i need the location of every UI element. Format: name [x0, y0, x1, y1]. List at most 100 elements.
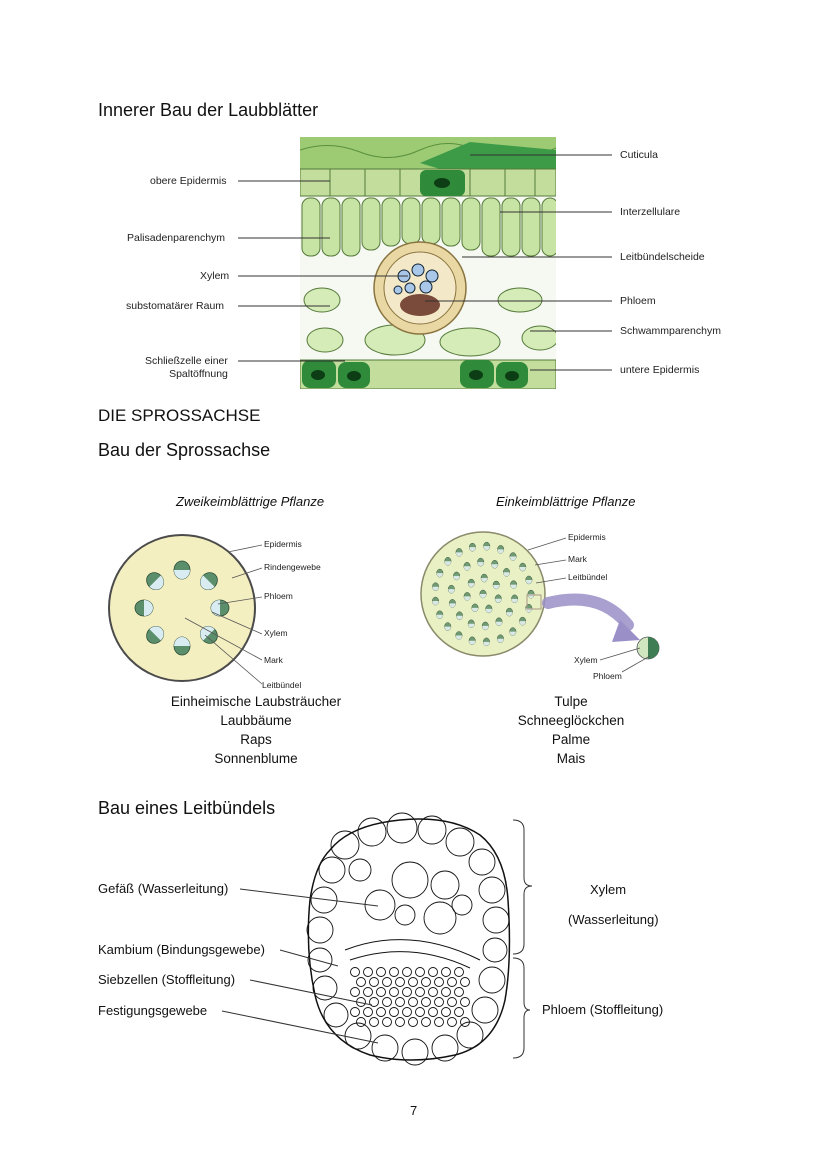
monocot-label-mark: Mark [568, 554, 587, 564]
label-cuticula: Cuticula [620, 149, 658, 161]
phloem-cell [454, 987, 464, 997]
monocot-bundle [503, 568, 510, 577]
dicot-bundle [134, 599, 154, 617]
phloem-cell [356, 977, 366, 987]
monocot-bundle [511, 594, 519, 604]
xylem-vessel [348, 858, 372, 882]
monocot-bundle [483, 637, 490, 647]
bundle-cell [471, 996, 499, 1024]
bundle-cell [318, 856, 346, 884]
bundle-cell [456, 1021, 484, 1049]
heading-sprossachse: Bau der Sprossachse [98, 440, 271, 460]
phloem-cell [389, 1007, 399, 1017]
monocot-example: Schneeglöckchen [517, 713, 625, 728]
phloem-cell [350, 967, 360, 977]
dicot-example: Laubbäume [220, 713, 292, 728]
bundle-cell [310, 886, 338, 914]
monocot-bundle [494, 594, 502, 603]
label-xylem-leaf: Xylem [200, 270, 230, 282]
phloem-cell [421, 997, 431, 1007]
bundle-label-festigung: Festigungsgewebe [98, 1003, 208, 1018]
phloem-cell [415, 987, 425, 997]
phloem-cell [441, 987, 451, 997]
monocot-label-phloem: Phloem [593, 671, 622, 681]
phloem-cell [402, 967, 412, 977]
dicot-stem-diagram [108, 534, 263, 685]
phloem-cell [428, 1007, 438, 1017]
heading-leitbuendel: Bau eines Leitbündels [98, 798, 276, 818]
label-substomataer-raum: substomatärer Raum [126, 300, 225, 312]
label-phloem-leaf: Phloem [620, 295, 656, 307]
monocot-bundle [510, 580, 518, 589]
bundle-cell [401, 1038, 429, 1066]
label-schliesszelle-line2: Spaltöffnung [169, 368, 228, 380]
label-schwammparenchym: Schwammparenchym [620, 325, 721, 337]
dicot-example: Sonnenblume [214, 751, 298, 766]
monocot-bundle [463, 562, 471, 571]
phloem-cell [460, 977, 470, 987]
label-schliesszelle-line1: Schließzelle einer [145, 355, 228, 367]
dicot-bundle [146, 572, 165, 591]
phloem-cell [454, 967, 464, 977]
phloem-cell [408, 977, 418, 987]
dicot-label-mark: Mark [264, 655, 283, 665]
phloem-cell [395, 1017, 405, 1027]
monocot-bundle [471, 603, 479, 613]
phloem-cell [376, 987, 386, 997]
phloem-cell [402, 987, 412, 997]
label-schliesszelle: Schließzelle einer Spaltöffnung [145, 355, 228, 381]
bundle-label-phloem: Phloem (Stoffleitung) [542, 1002, 664, 1017]
phloem-cell [369, 977, 379, 987]
dicot-label-rindengewebe: Rindengewebe [264, 562, 321, 572]
dicot-examples: Einheimische Laubsträucher Laubbäume Rap… [166, 692, 346, 768]
monocot-stem-diagram [420, 531, 660, 673]
bundle-cell [431, 1034, 459, 1062]
label-obere-epidermis: obere Epidermis [150, 175, 227, 187]
bundle-label-kambium: Kambium (Bindungsgewebe) [98, 942, 265, 957]
dicot-bundle [210, 599, 230, 617]
xylem-vessel [391, 861, 429, 899]
dicot-label-epidermis: Epidermis [264, 539, 302, 549]
label-leitbuendelscheide: Leitbündelscheide [620, 251, 705, 263]
monocot-example: Tulpe [554, 694, 588, 709]
monocot-bundle [485, 604, 493, 614]
phloem-cell [434, 1017, 444, 1027]
phloem-cell [363, 967, 373, 977]
monocot-bundle [468, 542, 476, 552]
phloem-cell [363, 987, 373, 997]
monocot-bundle [519, 562, 527, 572]
phloem-cell [441, 1007, 451, 1017]
monocot-bundle [509, 552, 517, 561]
phloem-cell [447, 977, 457, 987]
phloem-cell [434, 977, 444, 987]
monocot-bundle [467, 578, 475, 588]
phloem-cell [376, 967, 386, 977]
monocot-example: Palme [551, 732, 591, 747]
label-untere-epidermis: untere Epidermis [620, 364, 700, 376]
bundle-label-xylem: Xylem [590, 882, 627, 897]
monocot-bundle [447, 584, 455, 594]
monocot-label-xylem: Xylem [574, 655, 598, 665]
monocot-label-epidermis: Epidermis [568, 532, 606, 542]
phloem-cell [460, 1017, 470, 1027]
bundle-label-gefaess: Gefäß (Wasserleitung) [98, 881, 229, 896]
monocot-bundle [444, 557, 452, 566]
dicot-bundle [173, 560, 191, 580]
phloem-cell [350, 987, 360, 997]
phloem-cell [428, 967, 438, 977]
bundle-cell [417, 815, 447, 845]
bundle-label-siebzellen: Siebzellen (Stoffleitung) [98, 972, 236, 987]
monocot-example: Mais [556, 751, 586, 766]
monocot-bundle [496, 634, 504, 643]
phloem-cell [382, 1017, 392, 1027]
phloem-cell [382, 997, 392, 1007]
bundle-label-xylem-sub: (Wasserleitung) [568, 912, 659, 927]
monocot-bundle [467, 619, 475, 629]
monocot-bundle [480, 573, 488, 583]
phloem-cell [402, 1007, 412, 1017]
vascular-bundle-diagram [221, 812, 533, 1066]
monocot-bundle [491, 559, 499, 569]
bundle-cell [386, 812, 418, 844]
monocot-bundle [495, 617, 503, 626]
bundle-cell [357, 817, 387, 847]
